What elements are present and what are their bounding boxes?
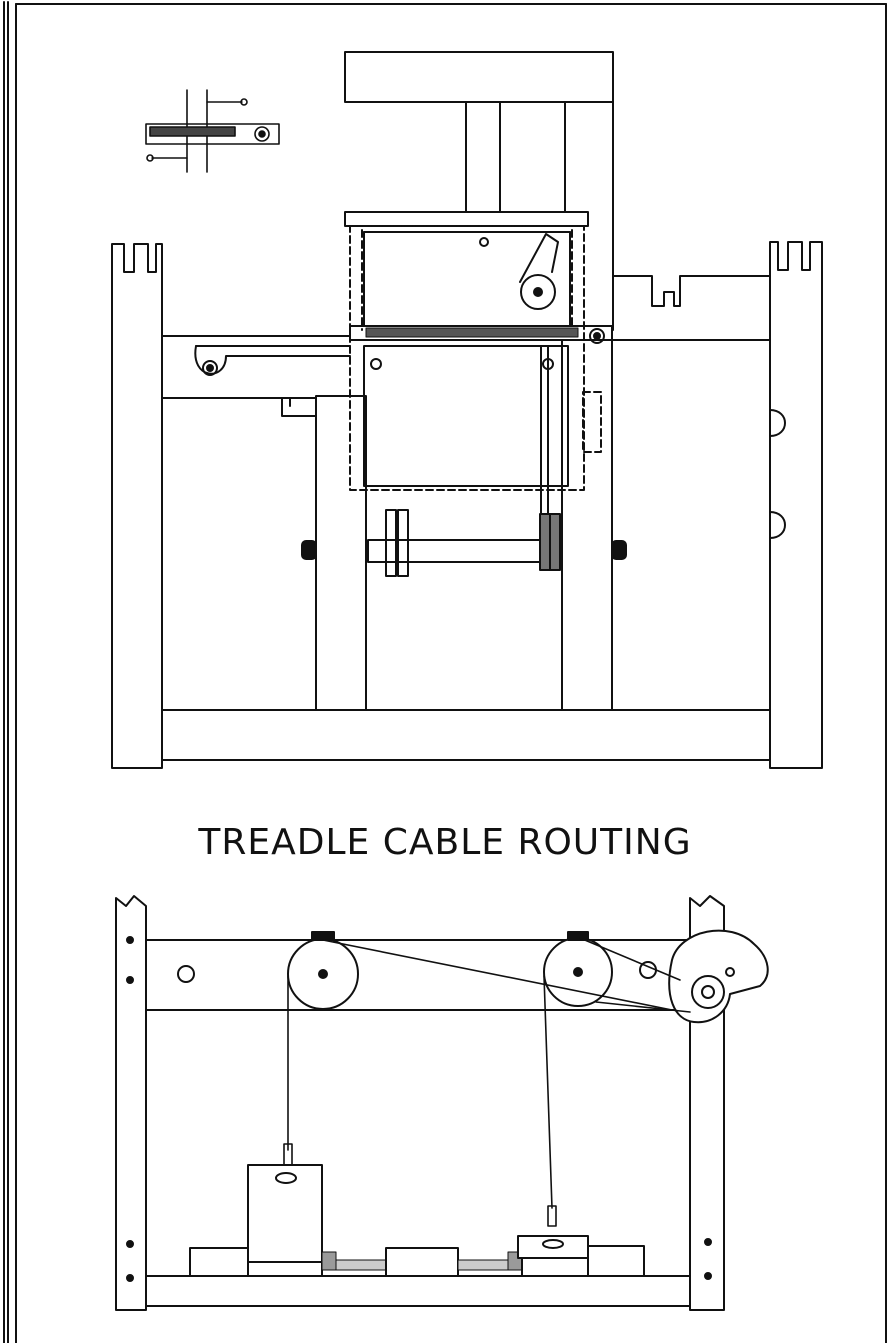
- cable-routing-drawing: [115, 895, 769, 1311]
- left-lever: [161, 335, 351, 417]
- right-upright: [769, 241, 823, 769]
- right-post: [689, 895, 725, 1311]
- vertical-rod: [540, 345, 549, 521]
- treadle-rail: [145, 1275, 691, 1307]
- cam-wheel: [668, 929, 769, 1024]
- rack-bar: [349, 325, 613, 344]
- bottom-rail: [161, 709, 771, 761]
- right-pulley: [543, 931, 613, 1007]
- treadles: [189, 1164, 645, 1277]
- left-post: [115, 895, 147, 1311]
- front-view-drawing: [111, 51, 823, 769]
- right-beam: [612, 275, 771, 341]
- diagram-caption: TREADLE CABLE ROUTING: [198, 822, 692, 863]
- cables: [283, 937, 691, 1227]
- roller-shaft: [301, 509, 627, 577]
- inner-box: [363, 231, 571, 487]
- pulley-arm: [519, 233, 559, 310]
- left-pulley: [287, 931, 359, 1010]
- left-upright: [111, 243, 163, 769]
- page-border: [3, 1, 887, 1343]
- inset-detail: [145, 89, 280, 173]
- shed-box: [349, 225, 602, 491]
